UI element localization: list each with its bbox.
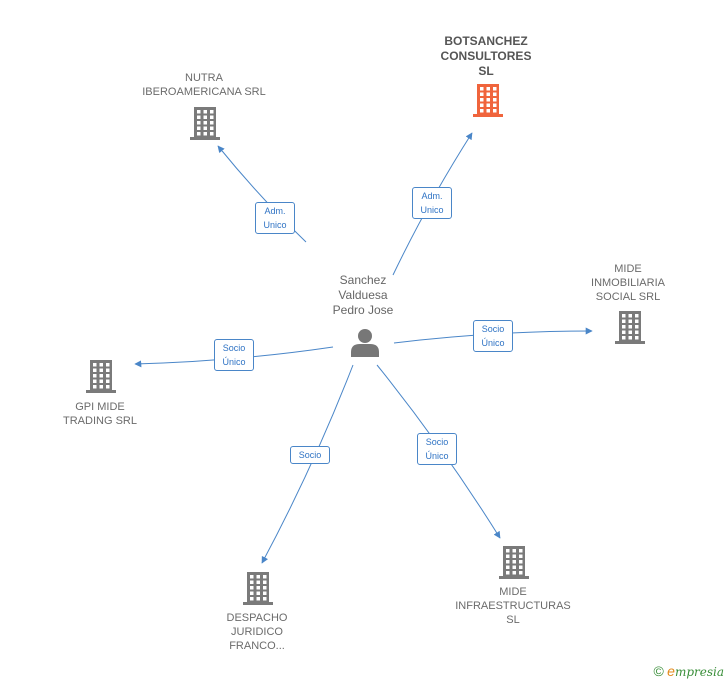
edge-label-line: Unico	[420, 205, 444, 215]
edge-to-nutra	[217, 145, 307, 243]
gpi-mide-label-line: GPI MIDE	[75, 401, 125, 413]
botsanchez-building-icon[interactable]	[473, 84, 503, 117]
edge-label-line: Socio	[481, 324, 505, 334]
edge-label-despacho[interactable]: Socio	[290, 446, 330, 464]
nutra-building-icon[interactable]	[190, 107, 220, 140]
edge-label-line: Socio	[298, 450, 322, 460]
despacho-label-line: FRANCO...	[229, 640, 285, 652]
mide-infra-building-icon[interactable]	[499, 546, 529, 579]
person-name[interactable]: Sanchez Valduesa Pedro Jose	[332, 273, 394, 317]
despacho-building-icon[interactable]	[243, 572, 273, 605]
botsanchez-label-line: SL	[478, 64, 494, 78]
mide-inmobiliaria-building-icon[interactable]	[615, 311, 645, 344]
copyright-icon: ©	[653, 663, 664, 679]
gpi-mide-label-line: TRADING SRL	[63, 415, 137, 427]
edge-label-line: Adm.	[264, 206, 286, 216]
edge-label-line: Unico	[263, 220, 287, 230]
person-icon[interactable]	[351, 329, 379, 357]
edge-label-line: Único	[425, 451, 449, 461]
edge-label-line: Socio	[425, 437, 449, 447]
mide-inmobiliaria-label-line: MIDE	[614, 263, 642, 275]
mide-inmobiliaria-label-line: SOCIAL SRL	[595, 291, 661, 303]
mide-inmobiliaria-label-line: INMOBILIARIA	[591, 277, 665, 289]
mide-inmobiliaria-label[interactable]: MIDE INMOBILIARIA SOCIAL SRL	[568, 262, 688, 304]
edge-label-line: Socio	[222, 343, 246, 353]
edge-label-line: Adm.	[421, 191, 443, 201]
despacho-label-line: DESPACHO	[226, 612, 288, 624]
edge-to-despacho	[261, 364, 354, 564]
mide-infra-label[interactable]: MIDE INFRAESTRUCTURAS SL	[443, 585, 583, 627]
edge-label-nutra[interactable]: Adm. Unico	[255, 202, 295, 234]
edge-label-botsanchez[interactable]: Adm. Unico	[412, 187, 452, 219]
edge-label-line: Único	[222, 357, 246, 367]
despacho-label-line: JURIDICO	[231, 626, 283, 638]
despacho-label[interactable]: DESPACHO JURIDICO FRANCO...	[197, 611, 317, 653]
botsanchez-label-line: BOTSANCHEZ	[444, 34, 528, 48]
mide-infra-label-line: MIDE	[499, 586, 527, 598]
nutra-label-line: NUTRA	[185, 72, 223, 84]
botsanchez-label-line: CONSULTORES	[440, 49, 532, 63]
nutra-label[interactable]: NUTRA IBEROAMERICANA SRL	[129, 71, 279, 99]
mide-infra-label-line: INFRAESTRUCTURAS	[455, 600, 571, 612]
nutra-label-line: IBEROAMERICANA SRL	[142, 86, 266, 98]
mide-infra-label-line: SL	[506, 614, 520, 626]
edge-label-line: Único	[481, 338, 505, 348]
empresia-brand[interactable]: © empresia	[653, 663, 724, 679]
gpi-mide-label[interactable]: GPI MIDE TRADING SRL	[40, 400, 160, 428]
gpi-mide-building-icon[interactable]	[86, 360, 116, 393]
